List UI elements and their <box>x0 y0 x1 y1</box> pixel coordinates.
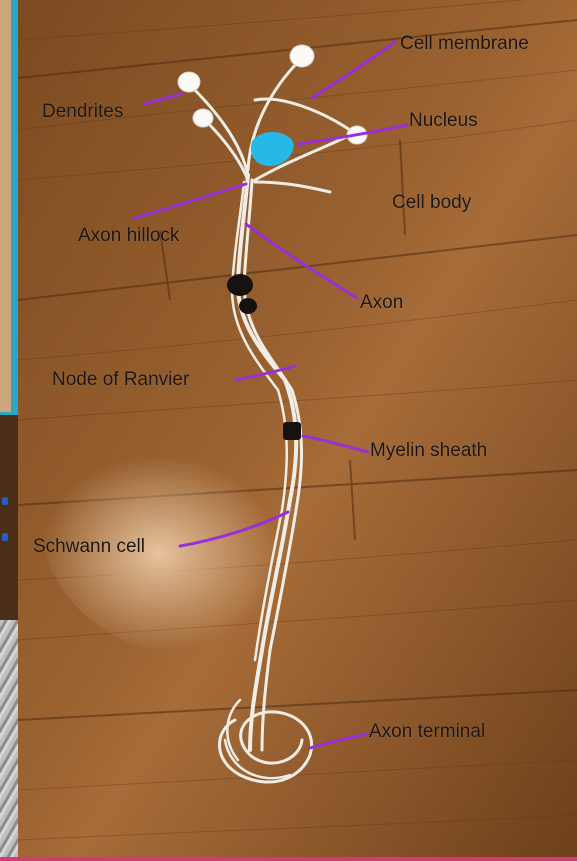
label-cell-membrane: Cell membrane <box>400 34 529 53</box>
label-nucleus: Nucleus <box>409 111 478 130</box>
label-node-of-ranvier: Node of Ranvier <box>52 370 189 389</box>
label-myelin-sheath: Myelin sheath <box>370 441 487 460</box>
left-edge-photo-middle <box>0 415 18 620</box>
label-cell-body: Cell body <box>392 193 471 212</box>
label-axon: Axon <box>360 293 403 312</box>
light-glare <box>40 380 380 660</box>
label-schwann-cell: Schwann cell <box>33 537 145 556</box>
label-axon-hillock: Axon hillock <box>78 226 179 245</box>
bottom-border <box>0 857 577 861</box>
label-dendrites: Dendrites <box>42 102 123 121</box>
label-axon-terminal: Axon terminal <box>369 722 485 741</box>
left-edge-photo-top <box>0 0 18 415</box>
left-edge-photo-bottom <box>0 620 18 861</box>
